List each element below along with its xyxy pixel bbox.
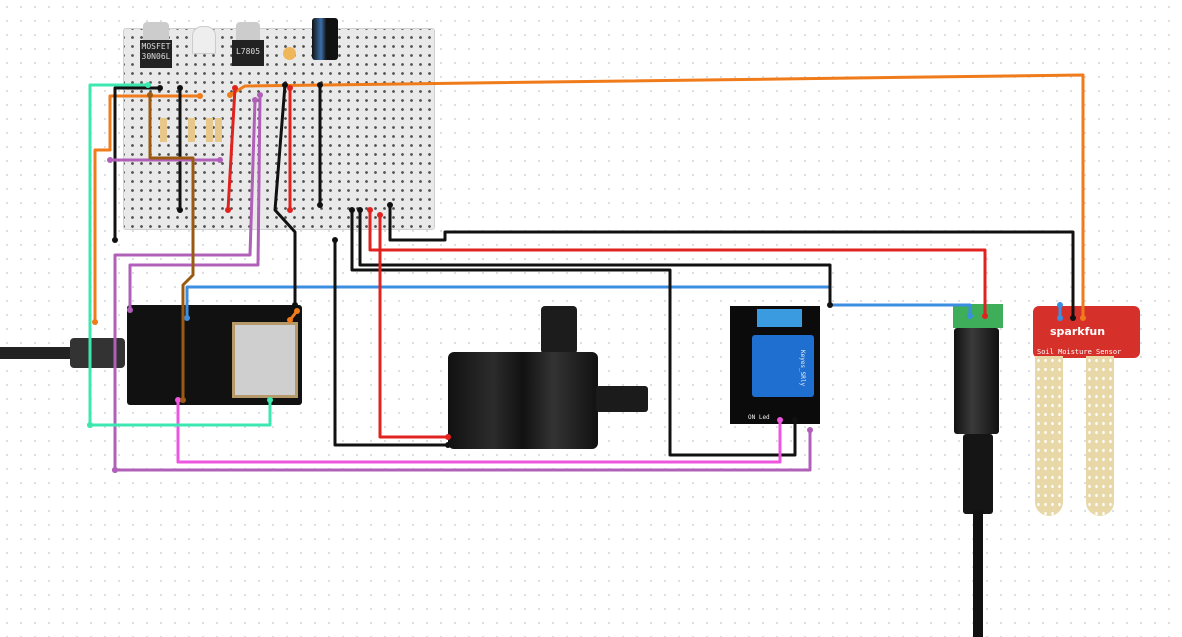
wire-endpoint [287, 207, 293, 213]
relay-terminal-block [757, 309, 802, 327]
ceramic-capacitor [283, 47, 296, 60]
sensor-prong-right [1086, 356, 1114, 516]
breadboard [123, 28, 435, 230]
pump-inlet [541, 306, 577, 354]
wire-endpoint [317, 82, 323, 88]
relay-coil [752, 335, 814, 397]
purple-wire [113, 99, 257, 470]
wire-endpoint [147, 92, 153, 98]
wire-endpoint [197, 93, 203, 99]
wire-endpoint [317, 202, 323, 208]
wire-endpoint [92, 319, 98, 325]
wire-endpoint [145, 82, 151, 88]
dc-jack-terminal [953, 304, 1003, 328]
dc-barrel-jack [954, 328, 999, 434]
usb-cable [0, 347, 75, 359]
purple-wire [115, 430, 812, 472]
black-wire [388, 205, 1075, 318]
wire-endpoint [807, 427, 813, 433]
wire-endpoint [177, 85, 183, 91]
wire-endpoint [127, 307, 133, 313]
red-wire [368, 210, 987, 316]
red-wire [226, 87, 237, 211]
teal-wire [88, 83, 148, 425]
wire-endpoint [112, 467, 118, 473]
wire-endpoint [792, 417, 798, 423]
wire-endpoint [157, 85, 163, 91]
black-wire [350, 210, 797, 457]
wire-endpoint [252, 97, 258, 103]
resistor [188, 118, 195, 142]
wire-endpoint [1080, 315, 1086, 321]
wire-endpoint [175, 397, 181, 403]
mosfet: MOSFET 30N06L [140, 40, 172, 68]
sensor-brand: sparkfun [1050, 325, 1106, 338]
mosfet-tab [143, 22, 169, 42]
wire-endpoint [387, 202, 393, 208]
electrolytic-capacitor [312, 18, 338, 60]
orange-wire [93, 94, 200, 322]
wire-endpoint [1070, 315, 1076, 321]
regulator-label: L7805 [235, 47, 261, 56]
wire-endpoint [292, 302, 298, 308]
wire-endpoint [225, 207, 231, 213]
wire-endpoint [180, 397, 186, 403]
wire-endpoint [967, 313, 973, 319]
red-wire [378, 215, 448, 439]
wire-endpoint [287, 317, 293, 323]
wire-endpoint [217, 157, 223, 163]
wire-endpoint [267, 397, 273, 403]
resistor [206, 118, 213, 142]
wire-endpoint [177, 207, 183, 213]
wire-endpoint [282, 82, 288, 88]
dc-jack-cable-boot [963, 434, 993, 514]
esp32-wroom-module [232, 322, 298, 398]
wire-endpoint [1057, 302, 1063, 308]
wire-endpoint [184, 315, 190, 321]
sensor-label: Soil Moisture Sensor [1037, 348, 1122, 356]
wire-endpoint [1057, 315, 1063, 321]
wire-endpoint [107, 157, 113, 163]
wire-endpoint [827, 302, 833, 308]
water-pump [448, 352, 598, 449]
wire-endpoint [332, 237, 338, 243]
wire-endpoint [112, 237, 118, 243]
soil-moisture-sensor [1033, 306, 1140, 358]
black-wire [273, 84, 297, 305]
wire-endpoint [357, 207, 363, 213]
wire-endpoint [287, 85, 293, 91]
teal-wire [90, 400, 272, 427]
wire-endpoint [982, 313, 988, 319]
wire-endpoint [87, 422, 93, 428]
magenta-wire [176, 400, 782, 464]
wire-endpoint [777, 417, 783, 423]
dc-power-cable [973, 510, 983, 637]
rgb-led [192, 26, 216, 54]
black-wire [358, 210, 832, 305]
black-wire [113, 86, 160, 240]
wire-endpoint [367, 207, 373, 213]
wire-endpoint [257, 92, 263, 98]
resistor [160, 118, 167, 142]
wire-endpoint [349, 207, 355, 213]
orange-wire [229, 73, 1085, 318]
black-wire [333, 240, 448, 447]
wire-endpoint [445, 442, 451, 448]
pump-outlet [596, 386, 648, 412]
regulator-tab [236, 22, 260, 42]
wire-endpoint [294, 308, 300, 314]
wire-endpoint [227, 92, 233, 98]
brown-wire [148, 95, 195, 400]
voltage-regulator: L7805 [232, 40, 264, 66]
resistor [215, 118, 222, 142]
wire-endpoint [377, 212, 383, 218]
wire-endpoint [232, 85, 238, 91]
sensor-prong-left [1035, 356, 1063, 516]
relay-led-label: ON Led [748, 414, 770, 421]
blue-wire [185, 285, 972, 318]
wire-endpoint [445, 434, 451, 440]
mosfet-label: MOSFET 30N06L [141, 42, 171, 61]
